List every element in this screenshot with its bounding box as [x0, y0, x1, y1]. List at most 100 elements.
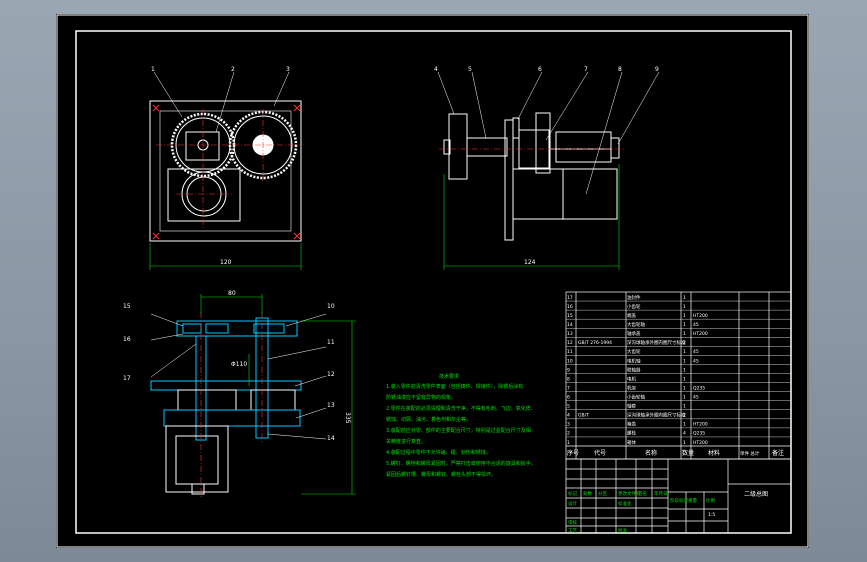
table-cell: 1 — [683, 440, 686, 446]
table-cell: 2 — [683, 340, 686, 346]
table-cell: 14 — [567, 322, 573, 328]
tb-label-scale: 比例 — [706, 497, 715, 504]
notes-line-6: 关精度进行复查。 — [386, 438, 426, 445]
table-cell: 12 — [567, 340, 573, 346]
balloon-9: 9 — [655, 66, 659, 73]
table-cell: 轴承盖 — [627, 330, 641, 337]
header-weight: 单件 总计 — [740, 450, 760, 457]
table-cell: 4 — [683, 431, 686, 437]
section-view — [150, 294, 356, 499]
balloon-7: 7 — [584, 66, 588, 73]
notes-title: 技术要求 — [439, 373, 459, 380]
dim-plan-top: 80 — [228, 290, 236, 297]
table-cell: 45 — [693, 358, 699, 364]
cad-drawing: 120 1 2 3 124 4 5 6 7 — [56, 14, 809, 548]
front-view — [149, 71, 302, 270]
tb-label-weight: 重量 — [688, 497, 697, 504]
table-cell: 小齿轮轴 — [627, 394, 645, 401]
dim-side-width: 124 — [524, 259, 536, 266]
table-cell: 油封件 — [627, 294, 641, 301]
header-remark: 备注 — [772, 449, 784, 457]
balloon-8: 8 — [618, 66, 622, 73]
dim-front-width: 120 — [220, 259, 232, 266]
table-cell: 1 — [683, 385, 686, 391]
table-cell: 1 — [683, 304, 686, 310]
table-cell: 13 — [567, 331, 573, 337]
table-cell: 联轴器 — [627, 366, 641, 373]
table-cell: 1 — [683, 322, 686, 328]
table-cell: Q235 — [693, 385, 705, 391]
table-cell: 1 — [567, 440, 570, 446]
table-cell: 45 — [693, 395, 699, 401]
table-cell: 大齿轮 — [627, 348, 641, 355]
tb-scale-value: 1:5 — [708, 512, 715, 518]
table-cell: 15 — [567, 313, 573, 319]
table-cell: 小齿轮 — [627, 303, 641, 310]
balloon-10: 10 — [327, 303, 335, 310]
header-seq: 序号 — [567, 449, 579, 457]
table-cell: 3 — [567, 422, 570, 428]
header-code: 代号 — [594, 449, 606, 457]
tb-label-review: 审核 — [568, 519, 577, 526]
table-cell: 1 — [683, 349, 686, 355]
outer-frame — [56, 14, 809, 548]
table-cell: GB/T — [578, 413, 589, 419]
balloon-14: 14 — [327, 435, 335, 442]
header-material: 材料 — [708, 449, 720, 457]
balloon-15: 15 — [123, 303, 131, 310]
header-name: 名称 — [645, 449, 657, 457]
table-cell: 深沟球轴承外圈内圈尺寸标准 — [627, 339, 686, 346]
table-cell: 1 — [683, 367, 686, 373]
table-cell: 大齿轮轴 — [627, 321, 645, 328]
tb-label-count: 处数 — [583, 490, 592, 497]
table-cell: GB/T 276-1994 — [578, 340, 612, 346]
tb-label-sign: 签名 — [638, 490, 647, 497]
balloon-2: 2 — [231, 66, 235, 73]
balloon-13: 13 — [327, 402, 335, 409]
table-cell: 6 — [567, 395, 570, 401]
notes-line-1: 1.装入零件前清洗零件表面（包括铸件、焊接件），除锈后涂有 — [386, 383, 523, 390]
table-cell: 1 — [683, 395, 686, 401]
drawing-title: 二级总图 — [744, 490, 768, 498]
title-block: 标记 处数 分区 更改文件号 签名 年月日 设计 标准化 审核 工艺 批准 阶段… — [565, 458, 792, 534]
table-cell: 5 — [567, 404, 570, 410]
notes-line-8: 5.螺钉、螺栓和螺母紧固时，严禁打击或使用不合适的旋具和扳手。 — [386, 460, 536, 467]
table-cell: 1 — [683, 331, 686, 337]
table-cell: 11 — [567, 349, 573, 355]
table-cell: 箱盖 — [627, 421, 636, 428]
tb-label-design: 设计 — [568, 500, 577, 507]
notes-line-9: 紧固后螺钉槽、螺母和螺钉、螺栓头部不得损坏。 — [386, 471, 496, 478]
table-cell: 16 — [567, 304, 573, 310]
tb-label-standard: 标准化 — [618, 500, 632, 507]
table-cell: 1 — [683, 376, 686, 382]
table-cell: 45 — [693, 349, 699, 355]
table-cell: 17 — [567, 295, 573, 301]
inner-frame — [75, 30, 792, 534]
table-cell: 电机 — [627, 375, 636, 382]
table-cell: 4 — [567, 413, 570, 419]
table-cell: 10 — [567, 358, 573, 364]
table-cell: 1 — [683, 358, 686, 364]
technical-notes: 技术要求 1.装入零件前清洗零件表面（包括铸件、焊接件），除锈后涂有 防锈油漆应… — [386, 373, 536, 478]
balloon-11: 11 — [327, 339, 335, 346]
tb-label-mark: 标记 — [568, 490, 577, 497]
table-cell: HT200 — [693, 440, 708, 446]
tb-label-process: 工艺 — [568, 528, 577, 534]
tb-label-change: 更改文件号 — [618, 490, 641, 497]
tb-label-zone: 分区 — [598, 490, 607, 497]
notes-line-2: 防锈油漆应不留有异物的现象。 — [386, 394, 456, 401]
notes-line-3: 2.零件在装配前必须清理和清洗干净，不得有毛刺、飞边、氧化皮、 — [386, 405, 536, 412]
table-cell: HT200 — [693, 422, 708, 428]
table-cell: 1 — [683, 295, 686, 301]
notes-line-7: 4.装配过程中零件不允许磕、碰、划伤和锈蚀。 — [386, 449, 491, 456]
balloon-5: 5 — [468, 66, 472, 73]
table-cell: 7 — [567, 385, 570, 391]
dim-plan-small: Φ110 — [231, 361, 247, 368]
table-cell: 2 — [683, 413, 686, 419]
table-cell: 9 — [567, 367, 570, 373]
table-cell: 机架 — [627, 384, 636, 391]
side-view — [437, 71, 660, 270]
balloon-6: 6 — [538, 66, 542, 73]
balloon-3: 3 — [286, 66, 290, 73]
table-cell: 1 — [683, 422, 686, 428]
